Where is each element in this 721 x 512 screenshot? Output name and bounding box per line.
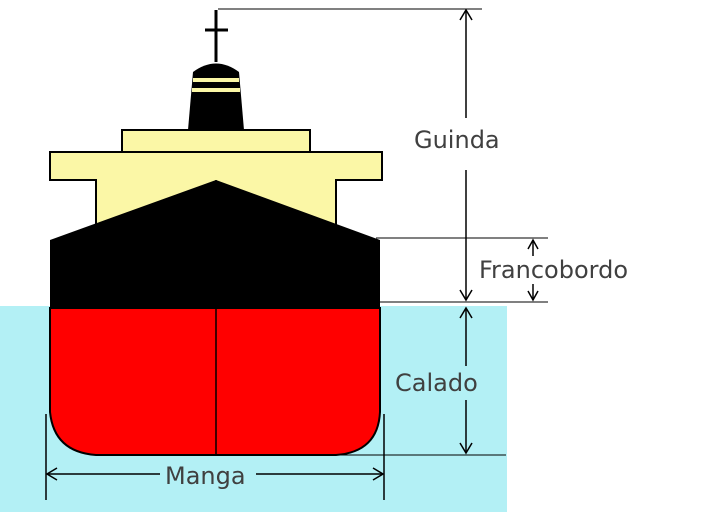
mast-icon bbox=[205, 10, 228, 62]
francobordo-label: Francobordo bbox=[479, 256, 628, 284]
guinda-dimension bbox=[459, 8, 473, 302]
calado-dimension bbox=[459, 306, 473, 455]
francobordo-dimension bbox=[527, 238, 539, 302]
manga-label: Manga bbox=[165, 462, 246, 490]
hull-below-water bbox=[49, 307, 381, 456]
bridge-deck bbox=[121, 129, 311, 153]
guinda-label: Guinda bbox=[414, 126, 500, 154]
hull-above-water bbox=[50, 180, 380, 308]
calado-label: Calado bbox=[395, 369, 478, 397]
funnel bbox=[188, 63, 244, 130]
manga-dimension bbox=[45, 414, 385, 500]
